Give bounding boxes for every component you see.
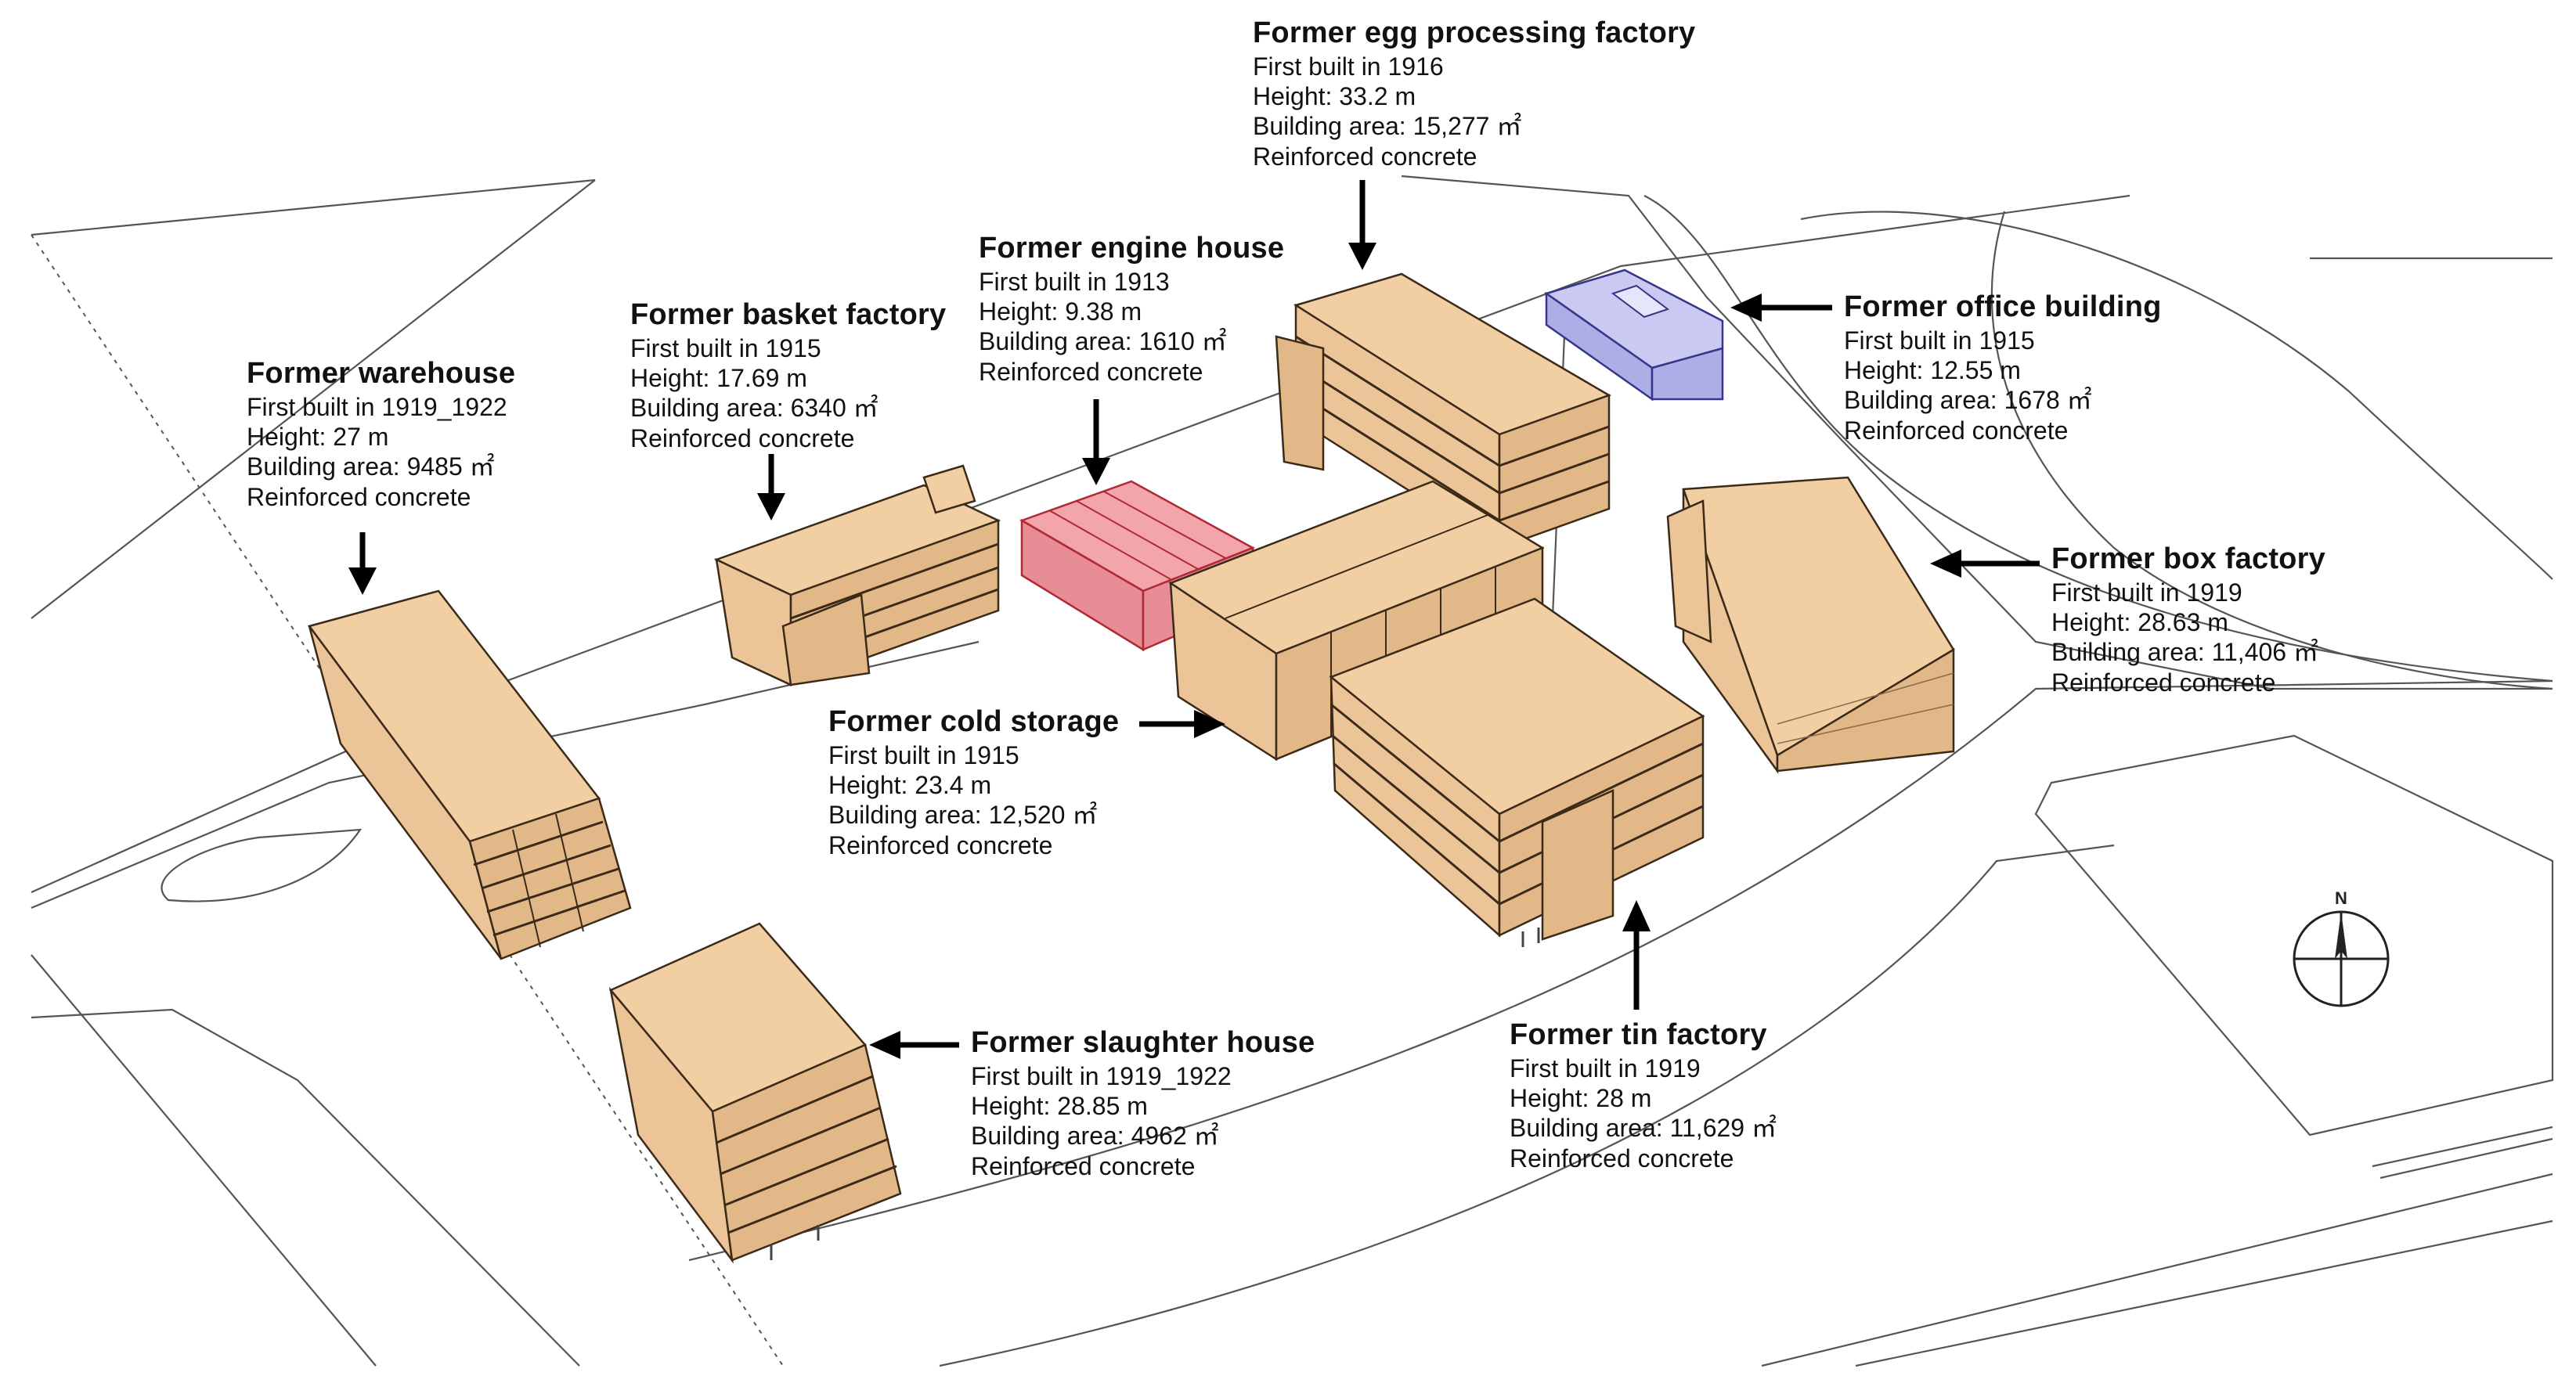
label-area: Building area: 6340 ㎡ (630, 394, 879, 423)
label-material: Reinforced concrete (2051, 668, 2276, 697)
label-height: Height: 28 m (1510, 1083, 1652, 1112)
label-built: First built in 1919_1922 (247, 392, 507, 421)
arrow-cold-storage (1139, 710, 1225, 738)
road-outline (1855, 1219, 2553, 1367)
label-height: Height: 28.63 m (2051, 607, 2228, 636)
road-outline (1401, 175, 2553, 690)
label-egg-processing-factory: Former egg processing factory First buil… (1253, 16, 1695, 171)
label-height: Height: 33.2 m (1253, 81, 1416, 110)
label-cold-storage: Former cold storage First built in 1915 … (828, 704, 1119, 860)
label-title: Former slaughter house (971, 1026, 1315, 1059)
label-height: Height: 23.4 m (828, 770, 992, 799)
label-built: First built in 1915 (630, 333, 821, 362)
tin-factory-building (1329, 597, 1705, 947)
box-factory-building (1666, 476, 1955, 774)
label-built: First built in 1919 (1510, 1054, 1701, 1082)
label-box-factory: Former box factory First built in 1919 H… (2051, 542, 2325, 697)
label-built: First built in 1915 (828, 740, 1019, 769)
road-outline (31, 1008, 580, 1367)
label-material: Reinforced concrete (971, 1151, 1196, 1180)
road-outline (161, 828, 363, 902)
road-outline (31, 179, 596, 619)
arrow-warehouse (348, 532, 377, 595)
arrow-egg-factory (1348, 180, 1376, 270)
label-built: First built in 1915 (1844, 326, 2035, 355)
label-built: First built in 1919_1922 (971, 1061, 1232, 1090)
road-outline (1643, 195, 2553, 683)
road-outline (2379, 1137, 2553, 1180)
basket-factory-building (713, 464, 1001, 686)
label-title: Former basket factory (630, 298, 947, 331)
road-outline (1761, 1172, 2553, 1367)
label-office-building: Former office building First built in 19… (1844, 290, 2162, 445)
label-height: Height: 17.69 m (630, 363, 807, 392)
label-area: Building area: 4962 ㎡ (971, 1122, 1219, 1151)
label-material: Reinforced concrete (979, 357, 1203, 386)
label-material: Reinforced concrete (247, 482, 471, 511)
label-height: Height: 12.55 m (1844, 355, 2021, 384)
label-slaughter-house: Former slaughter house First built in 19… (971, 1025, 1315, 1181)
label-engine-house: Former engine house First built in 1913 … (979, 231, 1284, 387)
road-outline (939, 844, 2115, 1367)
label-title: Former cold storage (828, 705, 1120, 738)
slaughter-house-building (608, 922, 902, 1264)
arrow-engine-house (1082, 399, 1110, 485)
warehouse-building (307, 589, 632, 960)
label-area: Building area: 11,406 ㎡ (2051, 638, 2318, 667)
compass-icon: N (2293, 888, 2390, 1007)
label-area: Building area: 1678 ㎡ (1844, 386, 2092, 415)
label-built: First built in 1916 (1253, 52, 1444, 81)
office-building (1544, 268, 1724, 402)
label-basket-factory: Former basket factory First built in 191… (630, 297, 946, 453)
label-title: Former box factory (2051, 542, 2325, 575)
label-tin-factory: Former tin factory First built in 1919 H… (1510, 1018, 1777, 1173)
label-title: Former tin factory (1510, 1018, 1767, 1051)
road-outline (688, 679, 2553, 1262)
label-height: Height: 9.38 m (979, 297, 1142, 326)
label-title: Former warehouse (247, 357, 516, 390)
road-outline (1990, 211, 2553, 690)
label-material: Reinforced concrete (1844, 416, 2069, 445)
arrow-slaughter-house (869, 1031, 959, 1059)
label-title: Former office building (1844, 290, 2162, 323)
road-lines (31, 175, 2554, 1367)
road-outline (31, 194, 2130, 894)
label-height: Height: 27 m (247, 422, 389, 451)
arrow-tin-factory (1622, 900, 1651, 1010)
label-material: Reinforced concrete (828, 830, 1053, 859)
label-area: Building area: 9485 ㎡ (247, 452, 495, 481)
road-outline (31, 178, 596, 236)
label-warehouse: Former warehouse First built in 1919_192… (247, 356, 515, 512)
label-area: Building area: 1610 ㎡ (979, 327, 1227, 356)
arrow-office-building (1730, 294, 1832, 322)
arrow-basket-factory (757, 454, 785, 520)
label-area: Building area: 12,520 ㎡ (828, 801, 1098, 830)
road-outline (1800, 211, 2553, 580)
arrow-box-factory (1930, 549, 2040, 578)
label-material: Reinforced concrete (1510, 1144, 1734, 1172)
label-area: Building area: 15,277 ㎡ (1253, 112, 1522, 141)
label-material: Reinforced concrete (1253, 142, 1477, 171)
label-built: First built in 1913 (979, 267, 1170, 296)
label-material: Reinforced concrete (630, 423, 855, 452)
road-outline (31, 954, 377, 1367)
road-outline (2372, 1126, 2553, 1168)
label-title: Former engine house (979, 232, 1285, 265)
egg-processing-factory-building (1275, 272, 1611, 550)
label-area: Building area: 11,629 ㎡ (1510, 1114, 1777, 1143)
label-title: Former egg processing factory (1253, 16, 1696, 49)
road-outline (2034, 734, 2554, 1136)
label-height: Height: 28.85 m (971, 1091, 1148, 1120)
label-built: First built in 1919 (2051, 578, 2242, 607)
compass-north-label: N (2335, 888, 2347, 908)
